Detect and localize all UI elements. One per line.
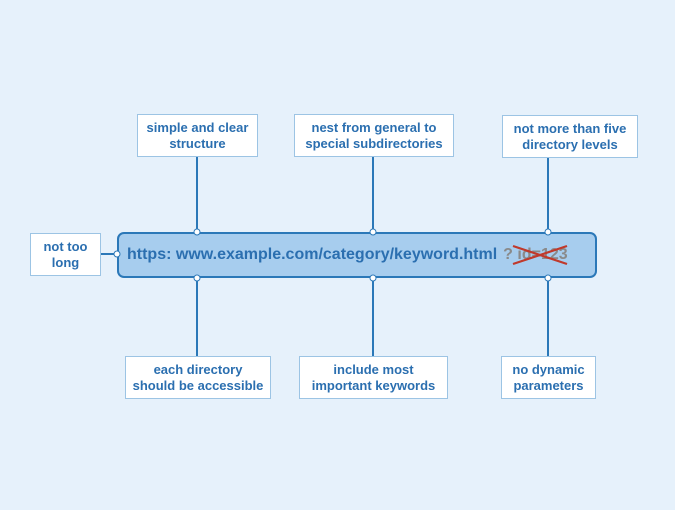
connector-dot-top-1 [193, 228, 201, 236]
connector-dot-bottom-3 [544, 274, 552, 282]
topic-line: simple and clear [146, 119, 249, 135]
topic-line: parameters [513, 377, 584, 393]
connector-top-1 [196, 157, 198, 232]
topic-line: not more than five [513, 120, 627, 136]
topic-line: each directory [153, 361, 243, 377]
connector-top-3 [547, 158, 549, 232]
connector-dot-top-2 [369, 228, 377, 236]
url-query-text: ? id=123 [503, 246, 568, 263]
url-text: https: www.example.com/category/keyword.… [127, 246, 498, 263]
connector-dot-bottom-2 [369, 274, 377, 282]
topic-important-keywords[interactable]: include most important keywords [299, 356, 448, 399]
connector-dot-bottom-1 [193, 274, 201, 282]
topic-line: special subdirectories [305, 135, 443, 151]
url-query-parameter: ? id=123 [503, 244, 568, 266]
topic-line: important keywords [311, 377, 436, 393]
topic-line: include most [333, 361, 414, 377]
topic-line: nest from general to [311, 119, 437, 135]
topic-line: not too [43, 238, 88, 254]
topic-nest-general-to-special[interactable]: nest from general to special subdirector… [294, 114, 454, 157]
topic-directory-accessible[interactable]: each directory should be accessible [125, 356, 271, 399]
topic-line: structure [169, 135, 226, 151]
topic-line: no dynamic [512, 361, 585, 377]
connector-bottom-3 [547, 278, 549, 356]
connector-bottom-2 [372, 278, 374, 356]
topic-line: should be accessible [132, 377, 264, 393]
topic-not-too-long[interactable]: not too long [30, 233, 101, 276]
topic-max-five-levels[interactable]: not more than five directory levels [502, 115, 638, 158]
connector-top-2 [372, 157, 374, 232]
topic-no-dynamic-parameters[interactable]: no dynamic parameters [501, 356, 596, 399]
topic-line: long [51, 254, 80, 270]
connector-dot-top-3 [544, 228, 552, 236]
connector-bottom-1 [196, 278, 198, 356]
connector-left [101, 253, 117, 255]
central-url-topic[interactable]: https: www.example.com/category/keyword.… [117, 232, 597, 278]
topic-simple-clear-structure[interactable]: simple and clear structure [137, 114, 258, 157]
connector-dot-left [113, 250, 121, 258]
topic-line: directory levels [522, 136, 618, 152]
